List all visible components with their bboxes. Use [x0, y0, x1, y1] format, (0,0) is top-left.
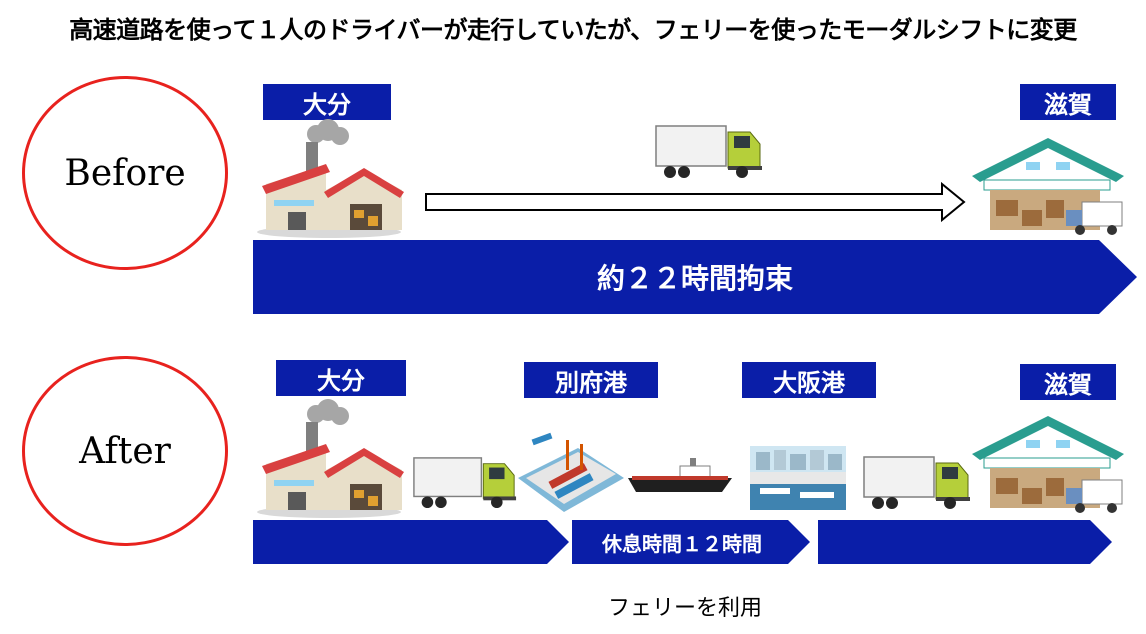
page-title: 高速道路を使って１人のドライバーが走行していたが、フェリーを使ったモーダルシフト…: [69, 16, 1077, 44]
segment-bar-1: [253, 520, 569, 564]
route-arrow: [425, 181, 966, 223]
after-origin-tag: 大分: [276, 360, 406, 396]
port-icon: [750, 446, 846, 510]
after-destination-tag: 滋賀: [1020, 364, 1116, 400]
ferry-icon: [628, 458, 732, 492]
warehouse-icon: [972, 138, 1124, 235]
after-circle: After: [22, 356, 228, 546]
factory-icon: [257, 119, 404, 238]
factory-icon: [257, 399, 404, 518]
truck-icon: [413, 457, 517, 509]
duration-label-before: 約２２時間拘束: [596, 262, 793, 295]
duration-bar-before: [253, 240, 1137, 314]
rest-time-label: 休息時間１２時間: [602, 531, 762, 556]
before-circle: Before: [22, 76, 228, 270]
before-label: Before: [64, 152, 186, 194]
warehouse-icon: [972, 416, 1124, 513]
ferry-caption: フェリーを利用: [607, 596, 762, 621]
truck-icon: [655, 125, 762, 178]
after-port1-tag: 別府港: [524, 362, 658, 398]
truck-icon: [863, 456, 970, 509]
segment-bar-3: [818, 520, 1112, 564]
after-label: After: [79, 430, 171, 472]
before-origin-tag: 大分: [263, 84, 391, 120]
before-destination-tag: 滋賀: [1020, 84, 1116, 120]
segment-bar-2: [572, 520, 810, 564]
port-icon: [518, 432, 624, 512]
after-port2-tag: 大阪港: [742, 362, 876, 398]
